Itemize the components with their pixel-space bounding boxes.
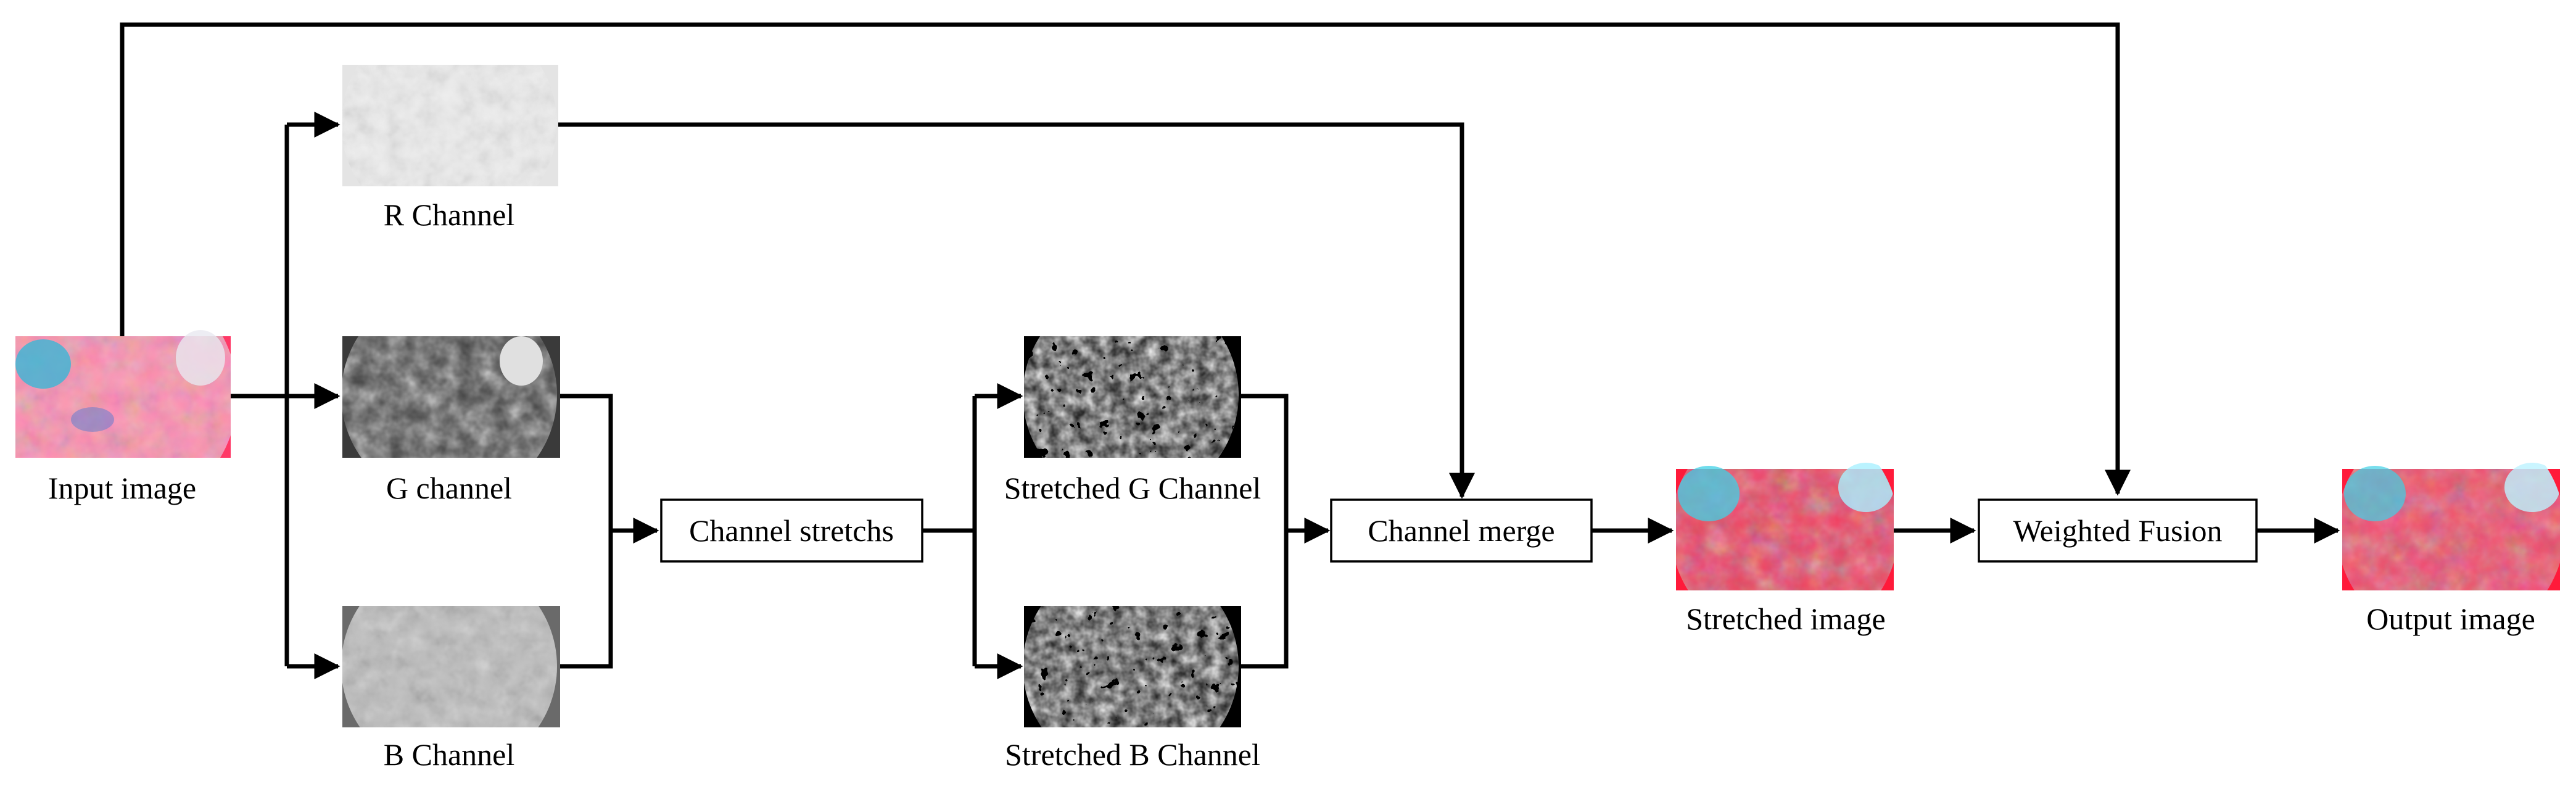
channel-merge-box [1330, 498, 1593, 563]
b-channel-thumbnail [342, 606, 560, 727]
output-image-thumbnail [2342, 463, 2560, 590]
weighted-fusion-label: Weighted Fusion [2013, 513, 2222, 548]
stretched-b-label: Stretched B Channel [1005, 737, 1260, 772]
stretched-image-label: Stretched image [1686, 602, 1886, 636]
edge-stretched-g-to-merge [1241, 394, 1289, 531]
edges [120, 22, 2340, 679]
input-image-label: Input image [48, 471, 196, 505]
r-channel-thumbnail [342, 65, 558, 186]
edge-r-channel-to-channel-merge [558, 122, 1475, 499]
g-channel-thumbnail [342, 336, 560, 458]
input-image-thumbnail [15, 330, 231, 458]
r-channel-label: R Channel [384, 197, 514, 232]
g-channel-label: G channel [386, 471, 512, 505]
stretched-b-thumbnail [1024, 606, 1241, 727]
channel-merge-label: Channel merge [1368, 513, 1554, 548]
stretched-g-label: Stretched G Channel [1004, 471, 1261, 505]
edge-g-channel-to-stretch [560, 394, 613, 531]
edge-stretched-b-to-merge [1241, 531, 1289, 669]
stretched-g-thumbnail [1024, 336, 1241, 458]
channel-stretch-box [660, 498, 923, 563]
output-image-label: Output image [2366, 602, 2535, 636]
edge-b-channel-to-stretch [560, 531, 613, 669]
edge-input-to-weighted-fusion [120, 22, 2131, 496]
stretched-image-thumbnail [1676, 463, 1894, 590]
b-channel-label: B Channel [384, 737, 514, 772]
channel-stretch-label: Channel stretchs [689, 513, 894, 548]
weighted-fusion-box [1978, 498, 2258, 563]
